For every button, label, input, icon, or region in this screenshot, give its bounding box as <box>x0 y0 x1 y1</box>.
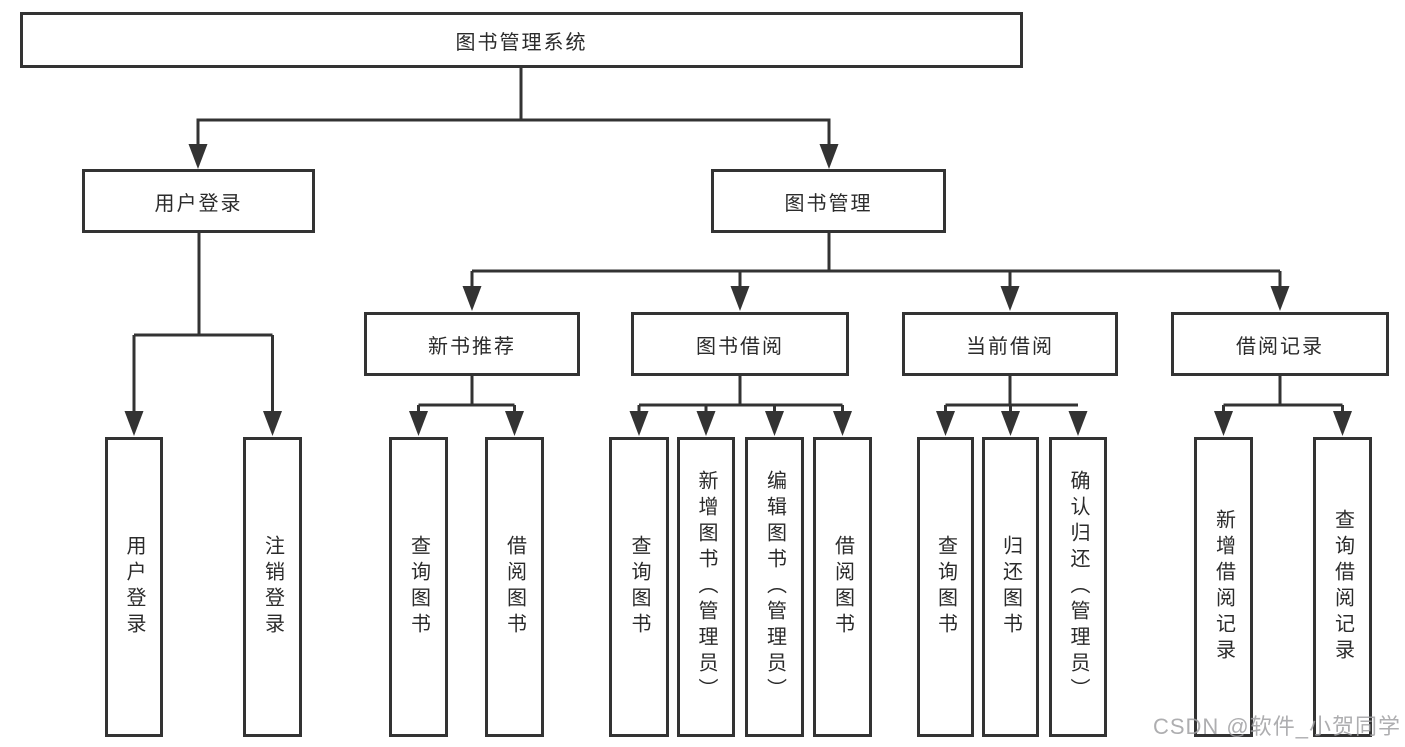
arrowhead <box>1214 411 1233 436</box>
leaf-edit-book-admin: 编辑图书（管理员） <box>745 437 804 737</box>
leaf-query-borrow-record-label: 查询借阅记录 <box>1331 509 1354 665</box>
arrowhead <box>1001 411 1020 436</box>
arrowhead <box>1333 411 1352 436</box>
arrowhead <box>1068 411 1088 436</box>
node-user-login: 用户登录 <box>82 169 315 233</box>
node-book-management: 图书管理 <box>711 169 946 233</box>
leaf-borrow-book-recommend: 借阅图书 <box>485 437 544 737</box>
leaf-query-borrow-record: 查询借阅记录 <box>1313 437 1372 737</box>
arrowhead <box>1270 286 1290 311</box>
arrowhead <box>765 411 784 436</box>
node-borrow-records-label: 借阅记录 <box>1236 335 1324 358</box>
arrowhead <box>936 411 955 436</box>
leaf-add-borrow-record: 新增借阅记录 <box>1194 437 1253 737</box>
leaf-logout-label: 注销登录 <box>261 535 284 639</box>
node-user-login-label: 用户登录 <box>154 192 243 215</box>
leaf-add-book-admin: 新增图书（管理员） <box>677 437 735 737</box>
leaf-user-login-label: 用户登录 <box>123 535 145 639</box>
leaf-borrow-book-label: 借阅图书 <box>831 535 854 639</box>
arrowhead <box>819 144 839 169</box>
arrowhead <box>833 411 852 436</box>
arrowhead <box>409 411 428 436</box>
arrowhead <box>505 411 524 436</box>
arrowhead <box>696 411 716 436</box>
leaf-logout: 注销登录 <box>243 437 302 737</box>
arrowhead <box>188 144 208 169</box>
node-book-management-label: 图书管理 <box>784 192 873 215</box>
leaf-query-book-recommend: 查询图书 <box>389 437 448 737</box>
node-current-borrow-label: 当前借阅 <box>966 335 1054 358</box>
leaf-confirm-return-admin: 确认归还（管理员） <box>1049 437 1107 737</box>
leaf-query-book-recommend-label: 查询图书 <box>407 535 430 639</box>
leaf-return-book-label: 归还图书 <box>999 535 1022 639</box>
node-new-book-recommend: 新书推荐 <box>364 312 580 376</box>
arrowhead <box>124 411 144 436</box>
arrowhead <box>462 286 482 311</box>
node-borrow-records: 借阅记录 <box>1171 312 1389 376</box>
arrowhead <box>263 411 282 436</box>
leaf-query-book-borrow-label: 查询图书 <box>628 535 650 639</box>
leaf-confirm-return-admin-label: 确认归还（管理员） <box>1067 470 1089 704</box>
node-root-label: 图书管理系统 <box>455 31 588 54</box>
leaf-add-borrow-record-label: 新增借阅记录 <box>1212 509 1235 665</box>
csdn-watermark: CSDN @软件_小贺同学 <box>1152 714 1401 739</box>
leaf-return-book: 归还图书 <box>982 437 1039 737</box>
leaf-borrow-book-recommend-label: 借阅图书 <box>503 535 526 639</box>
arrowhead <box>730 286 750 311</box>
node-book-borrow: 图书借阅 <box>631 312 849 376</box>
leaf-edit-book-admin-label: 编辑图书（管理员） <box>763 470 786 704</box>
leaf-query-book-borrow: 查询图书 <box>609 437 669 737</box>
arrowhead <box>1000 286 1020 311</box>
node-root: 图书管理系统 <box>20 12 1023 68</box>
leaf-query-book-current-label: 查询图书 <box>934 535 957 639</box>
node-book-borrow-label: 图书借阅 <box>696 335 784 358</box>
leaf-borrow-book: 借阅图书 <box>813 437 872 737</box>
arrowhead <box>629 411 649 436</box>
node-new-book-recommend-label: 新书推荐 <box>428 335 516 358</box>
node-current-borrow: 当前借阅 <box>902 312 1118 376</box>
leaf-query-book-current: 查询图书 <box>917 437 974 737</box>
tree-edges <box>132 68 1344 413</box>
leaf-add-book-admin-label: 新增图书（管理员） <box>695 470 717 704</box>
leaf-user-login: 用户登录 <box>105 437 163 737</box>
